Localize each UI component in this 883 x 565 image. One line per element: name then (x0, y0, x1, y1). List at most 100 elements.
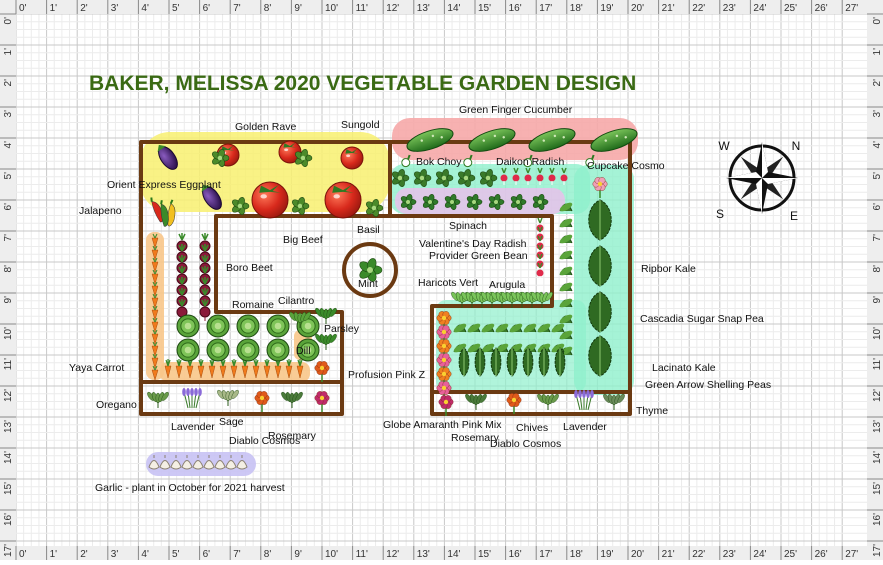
ruler-top-label: 4' (141, 3, 149, 14)
ruler-top-label: 6' (203, 3, 211, 14)
rosemary-icon (465, 393, 487, 410)
ruler-left-label: 16' (3, 513, 14, 526)
ruler-top-label: 25' (784, 3, 797, 14)
ruler-left-label: 5' (3, 172, 14, 180)
carrot-icon (197, 359, 205, 379)
green-bean-icon (559, 298, 573, 308)
label-lavender-2: Lavender (563, 421, 607, 433)
globe-amaranth-icon (314, 391, 330, 412)
compass-star-highlight-s (756, 178, 762, 214)
jalapeno-green-icon (160, 200, 169, 227)
ruler-top-label: 16' (509, 3, 522, 14)
ruler-top-label: 21' (662, 3, 675, 14)
lacinato-kale-icon (474, 347, 486, 377)
label-spinach: Spinach (449, 220, 487, 232)
carrot-icon (164, 359, 172, 379)
ruler-top-label: 10' (325, 3, 338, 14)
ruler-top-label: 12' (386, 3, 399, 14)
parsley-icon (315, 333, 337, 350)
compass-w-label: W (718, 139, 730, 153)
ruler-left-label: 7' (3, 234, 14, 242)
ruler-right-label: 11' (872, 358, 883, 370)
ruler-top-label: 17' (539, 3, 552, 14)
daikon-icon (560, 167, 568, 185)
tomato-leaf-icon (292, 197, 310, 215)
eggplant-icon (157, 144, 178, 170)
ruler-bottom-label: 1' (50, 549, 58, 560)
green-bean-icon (559, 330, 573, 340)
carrot-icon (151, 293, 159, 309)
label-jalapeno: Jalapeno (79, 205, 122, 217)
green-bean-icon (559, 234, 573, 244)
label-cascadia: Cascadia Sugar Snap Pea (640, 313, 764, 325)
label-cilantro: Cilantro (278, 295, 314, 307)
label-romaine: Romaine (232, 299, 274, 311)
ruler-right-label: 4' (872, 141, 883, 149)
label-globe: Globe Amaranth Pink Mix (383, 419, 502, 431)
bok-choy-icon (480, 169, 498, 187)
ruler-bottom-label: 12' (386, 549, 399, 560)
carrot-icon (151, 257, 159, 273)
ruler-left-label: 0' (3, 17, 14, 25)
tomato-leaf-icon (232, 197, 250, 215)
label-chives: Chives (516, 422, 548, 434)
ruler-right-label: 6' (872, 203, 883, 211)
label-bok-choy: Bok Choy (416, 156, 462, 168)
ruler-top-label: 0' (19, 3, 27, 14)
sage-icon (217, 389, 239, 406)
lacinato-kale-icon (458, 347, 470, 377)
label-orient-express: Orient Express Eggplant (107, 179, 221, 191)
mint-icon (359, 258, 383, 282)
garlic-icon (148, 455, 160, 470)
carrot-icon (285, 359, 293, 379)
lacinato-kale-icon (522, 347, 534, 377)
label-oregano: Oregano (96, 399, 137, 411)
ruler-top-label: 1' (50, 3, 58, 14)
ruler-bottom-label: 10' (325, 549, 338, 560)
spinach-icon (444, 194, 461, 210)
daikon-icon (548, 167, 556, 185)
ruler-top-label: 19' (600, 3, 613, 14)
valentines-radish-icon (536, 217, 544, 235)
ruler-left-label: 1' (3, 48, 14, 56)
ruler-right-label: 15' (872, 482, 883, 495)
garlic-icon (214, 455, 226, 470)
garlic-icon (203, 455, 215, 470)
ruler-right-label: 3' (872, 110, 883, 118)
lacinato-kale-icon (554, 347, 566, 377)
ruler-left-label: 17' (3, 544, 14, 557)
lacinato-kale-icon (506, 347, 518, 377)
ruler-bottom-label: 5' (172, 549, 180, 560)
snap-pea-icon (523, 323, 537, 333)
label-sungold: Sungold (341, 119, 380, 131)
ruler-left-label: 6' (3, 203, 14, 211)
ruler-left-label: 14' (3, 451, 14, 464)
label-diablo-1: Diablo Cosmos (229, 435, 300, 447)
snap-pea-icon (537, 323, 551, 333)
ruler-top-label: 27' (845, 3, 858, 14)
carrot-icon (151, 245, 159, 261)
green-bean-icon (559, 218, 573, 228)
globe-amaranth-icon (436, 339, 452, 360)
rosemary-icon (281, 391, 303, 408)
ruler-left-label: 15' (3, 482, 14, 495)
label-rosemary-2: Rosemary (451, 432, 500, 444)
beet-icon (199, 299, 211, 321)
ruler-right-label: 1' (872, 48, 883, 56)
ruler-right-label: 2' (872, 79, 883, 87)
garlic-icon (225, 455, 237, 470)
carrot-icon (151, 341, 159, 357)
green-bean-icon (559, 314, 573, 324)
right-ruler (867, 0, 883, 560)
tomato-leaf-icon (295, 149, 313, 167)
carrot-icon (230, 359, 238, 379)
label-haricots: Haricots Vert (418, 277, 478, 289)
daikon-icon (536, 167, 544, 185)
ruler-bottom-label: 13' (417, 549, 430, 560)
label-garlic: Garlic - plant in October for 2021 harve… (95, 482, 285, 494)
tomato-icon (340, 146, 364, 170)
bok-choy-icon (392, 169, 410, 187)
compass-star-highlight-e (762, 178, 798, 184)
ruler-bottom-label: 26' (815, 549, 828, 560)
ruler-left-label: 4' (3, 141, 14, 149)
